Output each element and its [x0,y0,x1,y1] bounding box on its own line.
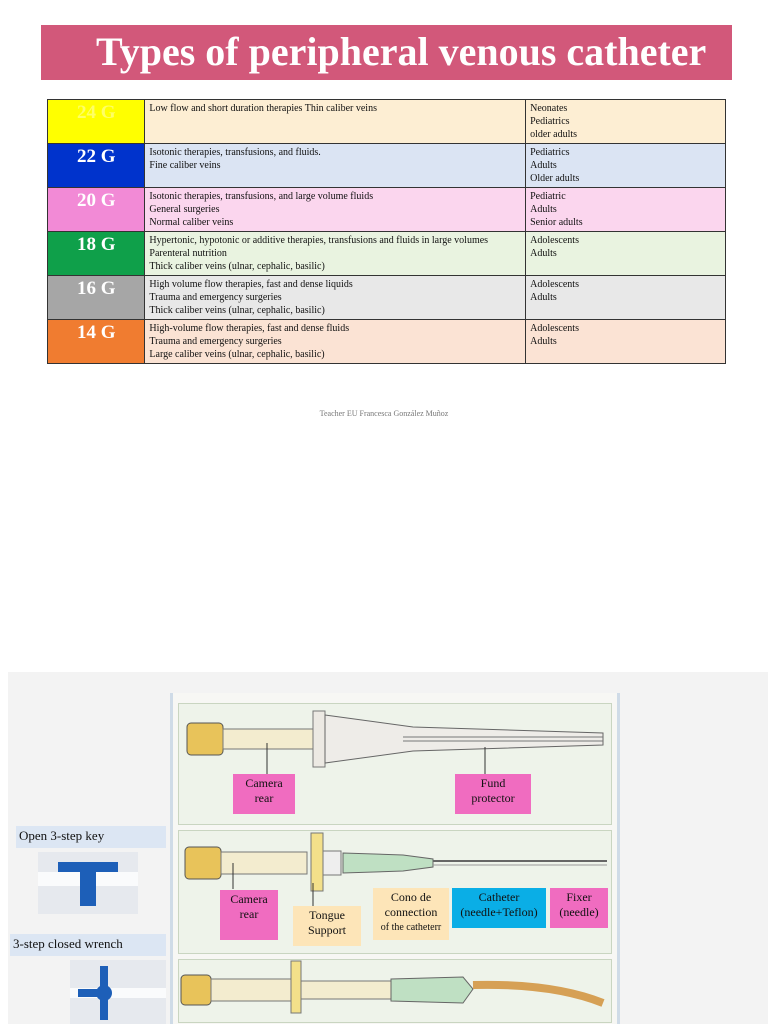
population-line: older adults [530,129,578,140]
gauge-cell: 18 G [46,231,146,276]
open-key-icon [38,862,138,906]
camera-rear-label-2: Camera rear [220,890,278,940]
population-line: Adolescents [530,235,579,246]
indication-cell: High-volume flow therapies, fast and den… [144,319,527,364]
closed-wrench-photo [70,960,166,1024]
indication-cell: Low flow and short duration therapies Th… [144,99,527,144]
catheter-drawings [180,710,607,1014]
credit-line: Teacher EU Francesca González Muñoz [319,409,449,418]
open-key-photo [38,852,138,914]
open-key-label: Open 3-step key [16,826,166,848]
indication-line: Trauma and emergency surgeries [149,336,282,347]
indication-cell: Hypertonic, hypotonic or additive therap… [144,231,527,276]
gauge-cell: 14 G [46,319,146,364]
title-bar [41,25,732,80]
population-line: Adults [530,204,557,215]
population-line: Senior adults [530,217,583,228]
gauge-cell: 16 G [46,275,146,320]
gauge-cell: 20 G [46,187,146,232]
indication-line: Fine caliber veins [149,160,221,171]
camera-rear-label-1: Camera rear [233,774,295,814]
closed-wrench-icon [70,966,166,1020]
indication-line: Isotonic therapies, transfusions, and la… [149,191,374,202]
catheter-diagram [170,693,620,1024]
population-line: Pediatric [530,191,566,202]
tongue-support-label: Tongue Support [293,906,361,946]
population-line: Neonates [530,103,568,114]
population-line: Adolescents [530,279,579,290]
indication-line: High-volume flow therapies, fast and den… [149,323,350,334]
gauge-cell: 24 G [46,99,146,144]
closed-wrench-label: 3-step closed wrench [10,934,166,956]
catheter-label: Catheter (needle+Teflon) [452,888,546,928]
indication-line: Normal caliber veins [149,217,234,228]
indication-line: Thick caliber veins (ulnar, cephalic, ba… [149,261,325,272]
indication-line: High volume flow therapies, fast and den… [149,279,353,290]
gauge-cell: 22 G [46,143,146,188]
cono-label-sub: of the catheterr [380,922,442,933]
population-line: Adults [530,336,557,347]
population-line: Adolescents [530,323,579,334]
indication-cell: Isotonic therapies, transfusions, and fl… [144,143,527,188]
indication-line: Hypertonic, hypotonic or additive therap… [149,235,489,246]
population-line: Adults [530,248,557,259]
cono-label: Cono de connection of the catheterr [373,888,449,940]
fixer-label: Fixer (needle) [550,888,608,928]
page-title: Types of peripheral venous catheter [96,29,707,74]
cono-label-main: Cono de connection [384,890,438,919]
indication-line: General surgeries [149,204,220,215]
population-line: Adults [530,292,557,303]
indication-cell: Isotonic therapies, transfusions, and la… [144,187,527,232]
indication-line: Parenteral nutrition [149,248,227,259]
indication-line: Low flow and short duration therapies Th… [149,103,377,114]
indication-line: Large caliber veins (ulnar, cephalic, ba… [149,349,325,360]
population-line: Pediatrics [530,116,570,127]
indication-cell: High volume flow therapies, fast and den… [144,275,527,320]
indication-line: Thick caliber veins (ulnar, cephalic, ba… [149,305,325,316]
fund-protector-label: Fund protector [455,774,531,814]
indication-line: Trauma and emergency surgeries [149,292,282,303]
indication-line: Isotonic therapies, transfusions, and fl… [149,147,321,158]
population-line: Adults [530,160,557,171]
population-line: Older adults [530,173,580,184]
population-line: Pediatrics [530,147,570,158]
